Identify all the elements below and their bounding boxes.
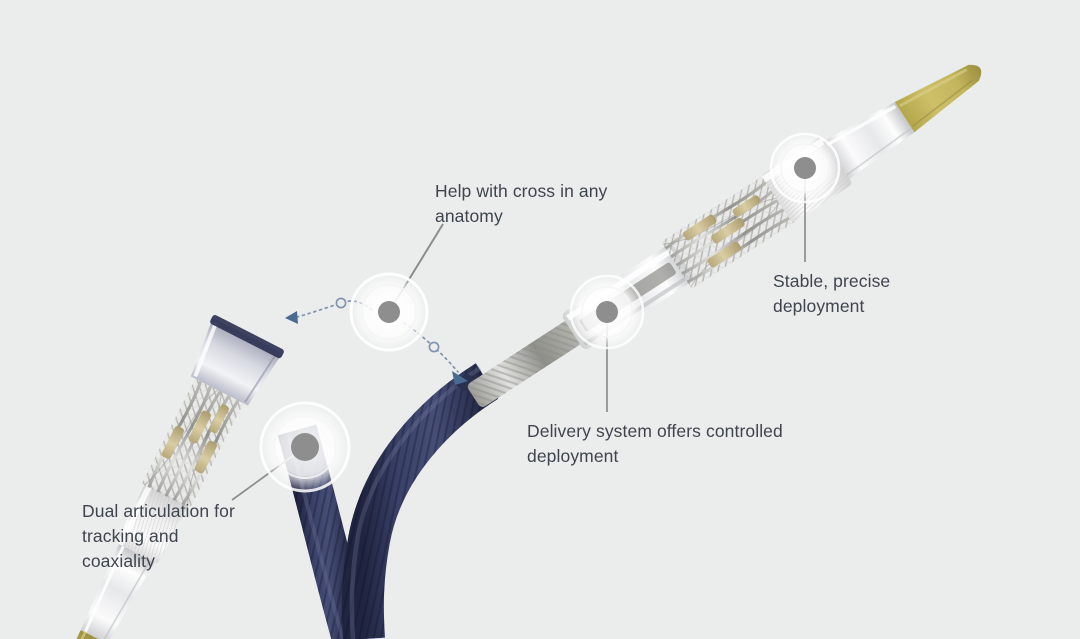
distal-yellow-tip-right <box>894 64 982 133</box>
articulation-hub-left <box>190 315 284 406</box>
hotspot-dual[interactable] <box>259 401 351 493</box>
nitinol-braid-wires-left <box>141 378 244 509</box>
flow-node-right <box>428 341 440 353</box>
delivery-shaft-right <box>467 318 585 407</box>
hotspot-delivery[interactable] <box>569 274 645 350</box>
hotspot-cross[interactable] <box>349 272 429 352</box>
gold-marker-bands-left <box>161 404 229 474</box>
callout-label-cross: Help with cross in any anatomy <box>435 181 608 226</box>
navy-catheter-shaft-b <box>341 363 500 639</box>
white-mesh-section-left <box>116 484 188 563</box>
callout-label-stable: Stable, precise deployment <box>773 271 891 316</box>
clear-tip-holder-right <box>822 102 915 181</box>
hotspot-stable[interactable] <box>769 132 841 204</box>
clear-outer-sheath-left <box>80 544 155 639</box>
left-device-assembly <box>45 315 284 639</box>
gold-marker-bands-right <box>683 195 761 268</box>
callout-label-delivery: Delivery system offers controlled deploy… <box>527 421 783 466</box>
flow-arrow-right <box>403 322 468 385</box>
flow-node-left <box>335 297 347 309</box>
callout-label-dual: Dual articulation for tracking and coaxi… <box>82 501 235 571</box>
